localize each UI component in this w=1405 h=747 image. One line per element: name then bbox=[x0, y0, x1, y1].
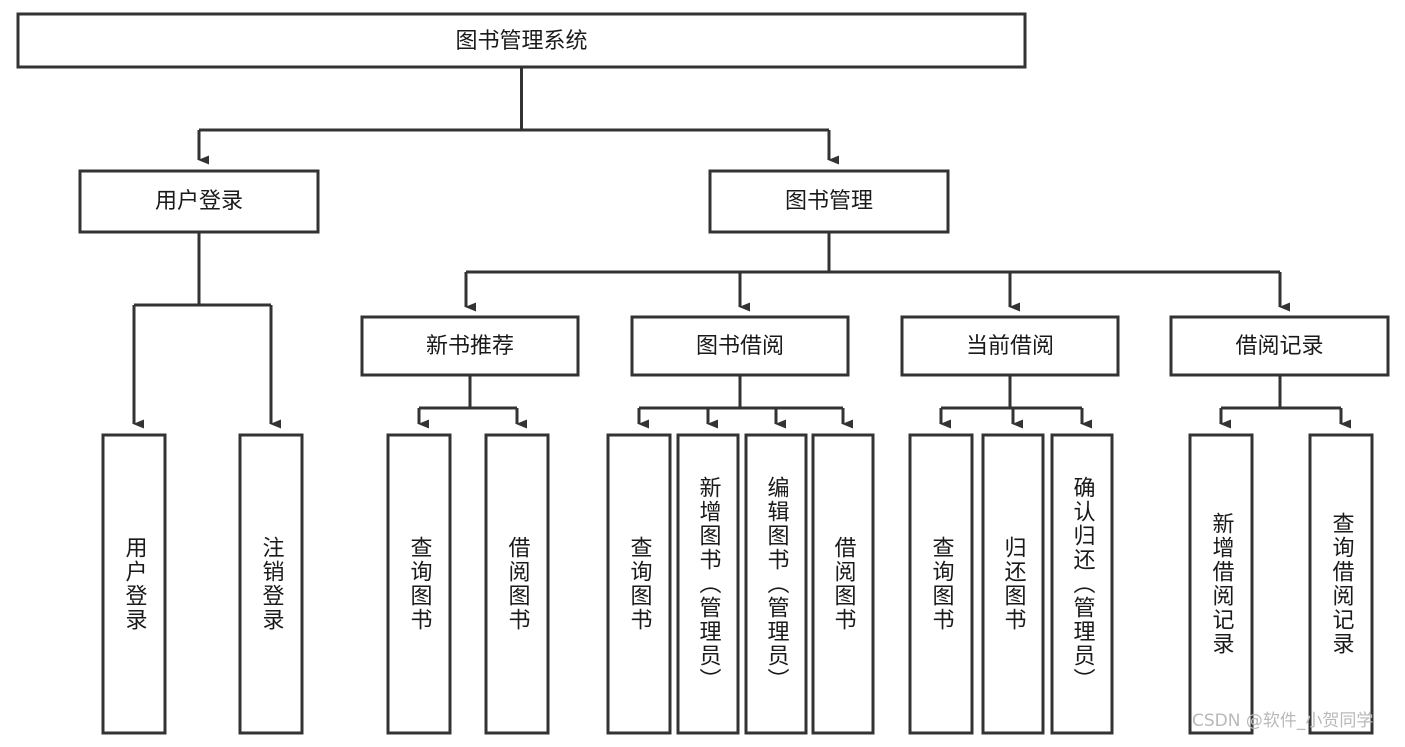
node-leaf-edit-book-label: 编辑图书（管理员） bbox=[764, 476, 790, 692]
node-leaf-confirm-return[interactable]: 确认归还（管理员） bbox=[1050, 433, 1114, 735]
node-user-login[interactable]: 用户登录 bbox=[78, 169, 320, 234]
node-current-borrow-box[interactable] bbox=[900, 315, 1120, 377]
node-root-box[interactable] bbox=[16, 12, 1027, 69]
node-leaf-add-book-label: 新增图书（管理员） bbox=[696, 476, 722, 692]
node-root-label: 图书管理系统 bbox=[455, 29, 587, 54]
node-leaf-query-book-2-label: 查询图书 bbox=[627, 536, 653, 632]
node-leaf-query-book-2[interactable]: 查询图书 bbox=[606, 433, 672, 735]
node-leaf-borrow-book-1-box[interactable] bbox=[484, 433, 550, 735]
node-leaf-query-record-box[interactable] bbox=[1308, 433, 1374, 735]
node-book-manage[interactable]: 图书管理 bbox=[708, 169, 950, 234]
node-new-book-recommend-label: 新书推荐 bbox=[426, 334, 514, 359]
node-leaf-confirm-return-label: 确认归还（管理员） bbox=[1070, 476, 1096, 692]
node-leaf-return-book[interactable]: 归还图书 bbox=[981, 433, 1045, 735]
node-leaf-edit-book-box[interactable] bbox=[744, 433, 808, 735]
node-leaf-query-record[interactable]: 查询借阅记录 bbox=[1308, 433, 1374, 735]
connector-group-book-borrow bbox=[637, 375, 853, 429]
node-leaf-borrow-book-2[interactable]: 借阅图书 bbox=[811, 433, 875, 735]
node-leaf-borrow-book-2-box[interactable] bbox=[811, 433, 875, 735]
node-book-borrow-label: 图书借阅 bbox=[696, 334, 784, 359]
node-leaf-borrow-book-1[interactable]: 借阅图书 bbox=[484, 433, 550, 735]
node-leaf-query-record-label: 查询借阅记录 bbox=[1329, 512, 1355, 656]
node-leaf-user-login-box[interactable] bbox=[101, 433, 167, 735]
node-leaf-logout-login-label: 注销登录 bbox=[259, 536, 285, 632]
node-leaf-logout-login-box[interactable] bbox=[238, 433, 304, 735]
node-leaf-add-record[interactable]: 新增借阅记录 bbox=[1188, 433, 1254, 735]
node-leaf-query-book-1-box[interactable] bbox=[386, 433, 452, 735]
node-current-borrow-label: 当前借阅 bbox=[966, 334, 1054, 359]
node-borrow-record-box[interactable] bbox=[1169, 315, 1390, 377]
connector-group-root bbox=[197, 67, 839, 165]
node-leaf-borrow-book-2-label: 借阅图书 bbox=[831, 536, 857, 632]
node-leaf-query-book-2-box[interactable] bbox=[606, 433, 672, 735]
node-leaf-add-record-box[interactable] bbox=[1188, 433, 1254, 735]
node-leaf-query-book-3-box[interactable] bbox=[908, 433, 974, 735]
node-leaf-add-book[interactable]: 新增图书（管理员） bbox=[676, 433, 740, 735]
node-book-manage-label: 图书管理 bbox=[785, 189, 873, 214]
node-book-borrow-box[interactable] bbox=[630, 315, 850, 377]
node-current-borrow[interactable]: 当前借阅 bbox=[900, 315, 1120, 377]
csdn-watermark: CSDN @软件_小贺同学 bbox=[1192, 711, 1374, 731]
connector-group-book-manage bbox=[464, 232, 1290, 312]
node-new-book-recommend[interactable]: 新书推荐 bbox=[360, 315, 580, 377]
node-leaf-return-book-label: 归还图书 bbox=[1001, 536, 1027, 632]
node-leaf-return-book-box[interactable] bbox=[981, 433, 1045, 735]
node-book-manage-box[interactable] bbox=[708, 169, 950, 234]
node-leaf-query-book-1[interactable]: 查询图书 bbox=[386, 433, 452, 735]
node-leaf-query-book-3-label: 查询图书 bbox=[929, 536, 955, 632]
node-leaf-query-book-1-label: 查询图书 bbox=[407, 536, 433, 632]
connector-group-current-borrow bbox=[939, 375, 1092, 429]
connector-group-user-login bbox=[132, 232, 281, 429]
node-leaf-add-record-label: 新增借阅记录 bbox=[1209, 512, 1235, 656]
node-leaf-logout-login[interactable]: 注销登录 bbox=[238, 433, 304, 735]
node-leaf-user-login[interactable]: 用户登录 bbox=[101, 433, 167, 735]
node-user-login-box[interactable] bbox=[78, 169, 320, 234]
node-leaf-add-book-box[interactable] bbox=[676, 433, 740, 735]
node-borrow-record[interactable]: 借阅记录 bbox=[1169, 315, 1390, 377]
node-leaf-query-book-3[interactable]: 查询图书 bbox=[908, 433, 974, 735]
node-root[interactable]: 图书管理系统 bbox=[16, 12, 1027, 69]
node-leaf-borrow-book-1-label: 借阅图书 bbox=[505, 536, 531, 632]
node-new-book-recommend-box[interactable] bbox=[360, 315, 580, 377]
node-leaf-user-login-label: 用户登录 bbox=[122, 536, 148, 632]
node-leaf-confirm-return-box[interactable] bbox=[1050, 433, 1114, 735]
connector-group-borrow-record bbox=[1219, 375, 1351, 429]
node-book-borrow[interactable]: 图书借阅 bbox=[630, 315, 850, 377]
node-borrow-record-label: 借阅记录 bbox=[1235, 334, 1323, 359]
connector-group-new-book-recommend bbox=[417, 375, 527, 429]
node-leaf-edit-book[interactable]: 编辑图书（管理员） bbox=[744, 433, 808, 735]
node-user-login-label: 用户登录 bbox=[155, 189, 243, 214]
